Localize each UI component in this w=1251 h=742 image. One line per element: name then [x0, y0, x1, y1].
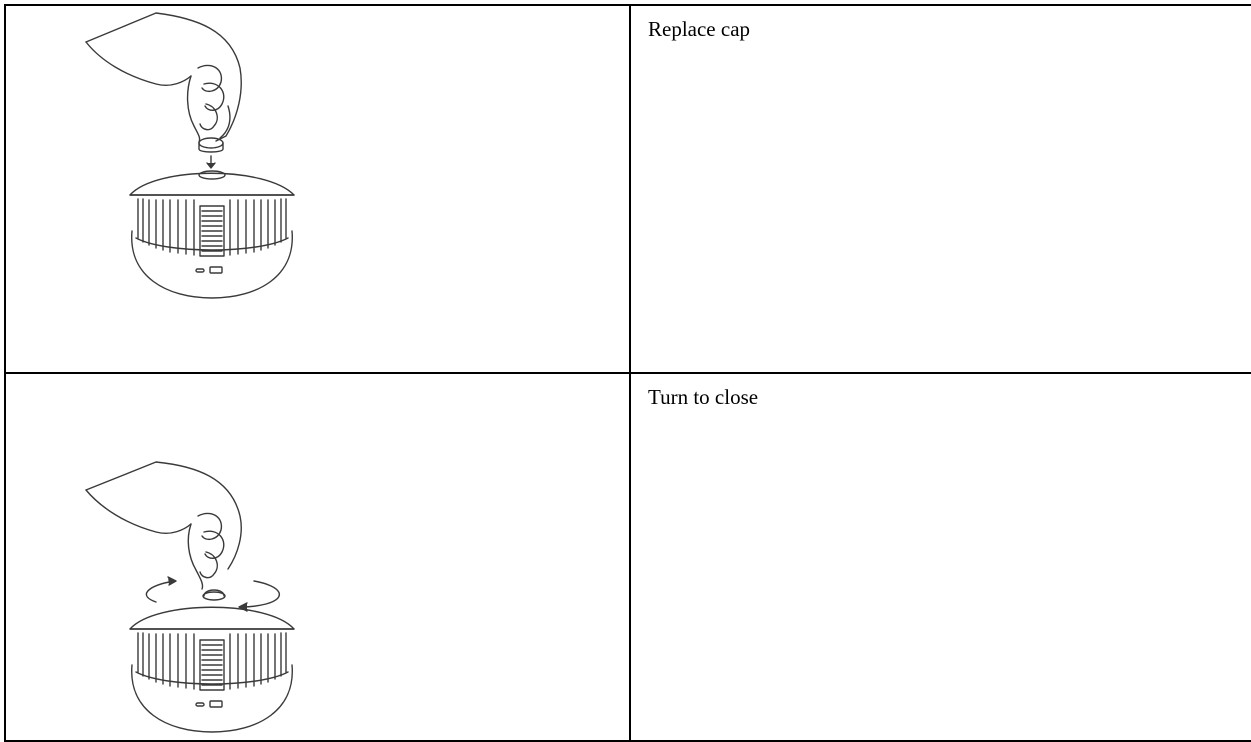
step-description: Turn to close [648, 385, 1251, 410]
step-image-cell [5, 5, 630, 373]
hand-turning-cap-on-diffuser-icon [6, 374, 629, 740]
step-description: Replace cap [648, 17, 1251, 42]
instruction-steps-table: Replace cap [4, 4, 1251, 742]
step-text-cell: Replace cap [630, 5, 1251, 373]
step-row: Replace cap [5, 5, 1251, 373]
step-row: Turn to close [5, 373, 1251, 741]
step-text-cell: Turn to close [630, 373, 1251, 741]
step-image-cell [5, 373, 630, 741]
hand-placing-cap-on-diffuser-icon [6, 6, 629, 372]
